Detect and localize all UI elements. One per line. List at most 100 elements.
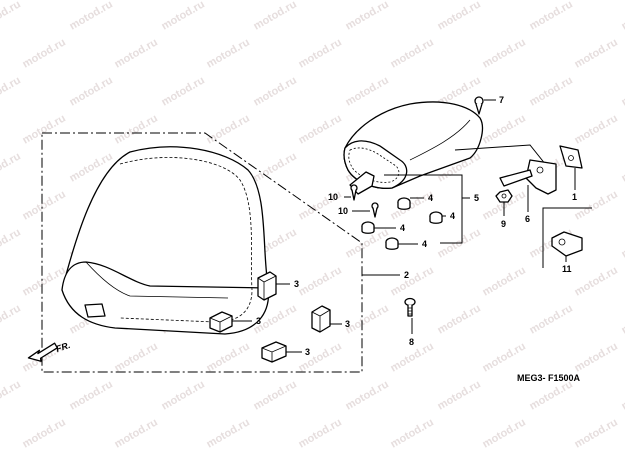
watermark-text: motod.ru [573, 340, 620, 374]
watermark-text: motod.ru [21, 188, 68, 222]
bolt-8[interactable] [405, 299, 415, 317]
seat-rubber-block[interactable] [258, 272, 276, 300]
watermark-text: motod.ru [68, 74, 115, 108]
nut-9[interactable] [496, 190, 512, 202]
seat-cushion[interactable] [430, 212, 442, 223]
watermark-text: motod.ru [113, 416, 160, 450]
watermark-text: motod.ru [573, 36, 620, 70]
callout-4a: 4 [428, 193, 433, 203]
callout-1: 1 [572, 192, 577, 202]
watermark-text: motod.ru [297, 36, 344, 70]
watermark-text: motod.ru [0, 302, 23, 336]
callout-3a: 3 [294, 279, 299, 289]
helmet-hook-11[interactable] [552, 232, 582, 256]
watermark-text: motod.ru [252, 74, 299, 108]
bolt-7[interactable] [475, 97, 483, 114]
watermark-text: motod.ru [436, 302, 483, 336]
callout-6: 6 [525, 214, 530, 224]
watermark-text: motod.ru [21, 112, 68, 146]
watermark-text: motod.ru [481, 416, 528, 450]
watermark-text: motod.ru [0, 378, 23, 412]
watermark-text: motod.ru [68, 378, 115, 412]
main-seat[interactable] [62, 147, 269, 334]
watermark-text: motod.ru [113, 112, 160, 146]
callout-10b: 10 [338, 206, 348, 216]
seat-cushion[interactable] [362, 222, 374, 233]
callout-3b: 3 [256, 316, 261, 326]
watermark-text: motod.ru [620, 378, 625, 412]
watermark-text: motod.ru [620, 226, 625, 260]
watermark-text: motod.ru [528, 74, 575, 108]
callout-8: 8 [409, 337, 414, 347]
watermark-text: motod.ru [297, 416, 344, 450]
watermark-text: motod.ru [344, 378, 391, 412]
watermark-text: motod.ru [481, 264, 528, 298]
watermark-text: motod.ru [160, 0, 207, 33]
callout-3d: 3 [305, 347, 310, 357]
bolt-10[interactable] [372, 203, 378, 217]
watermark-text: motod.ru [0, 226, 23, 260]
watermark-text: motod.ru [573, 264, 620, 298]
watermark-text: motod.ru [389, 36, 436, 70]
watermark-text: motod.ru [113, 36, 160, 70]
diagram-code: MEG3- F1500A [517, 373, 581, 383]
bolt-10[interactable] [351, 185, 357, 200]
watermark-text: motod.ru [21, 416, 68, 450]
watermark-text: motod.ru [205, 36, 252, 70]
watermark-text: motod.ru [113, 340, 160, 374]
watermark-text: motod.ru [620, 74, 625, 108]
watermark-text: motod.ru [160, 74, 207, 108]
callout-5: 5 [474, 193, 479, 203]
watermark-text: motod.ru [528, 0, 575, 33]
watermark-text: motod.ru [481, 36, 528, 70]
callout-4d: 4 [422, 239, 427, 249]
watermark-text: motod.ru [389, 264, 436, 298]
watermark-text: motod.ru [389, 416, 436, 450]
watermark-text: motod.ru [436, 0, 483, 33]
watermark-text: motod.ru [68, 0, 115, 33]
watermark-text: motod.ru [297, 112, 344, 146]
watermark-text: motod.ru [481, 112, 528, 146]
watermark-text: motod.ru [21, 264, 68, 298]
callout-7: 7 [499, 95, 504, 105]
watermark-text: motod.ru [620, 302, 625, 336]
watermark-text: motod.ru [205, 340, 252, 374]
callout-2: 2 [404, 270, 409, 280]
watermark-text: motod.ru [297, 264, 344, 298]
watermark-text: motod.ru [252, 150, 299, 184]
seat-rubber-block[interactable] [312, 306, 330, 332]
callout-3c: 3 [345, 319, 350, 329]
seat-cushion[interactable] [398, 198, 410, 209]
callout-4b: 4 [450, 211, 455, 221]
watermark-text: motod.ru [297, 340, 344, 374]
watermark-text: motod.ru [205, 112, 252, 146]
watermark-text: motod.ru [620, 150, 625, 184]
watermark-text: motod.ru [528, 302, 575, 336]
callout-4c: 4 [400, 223, 405, 233]
watermark-text: motod.ru [344, 74, 391, 108]
watermark-text: motod.ru [528, 378, 575, 412]
watermark-text: motod.ru [436, 378, 483, 412]
watermark-text: motod.ru [481, 340, 528, 374]
watermark-text: motod.ru [0, 150, 23, 184]
watermark-text: motod.ru [620, 0, 625, 33]
watermark-text: motod.ru [252, 378, 299, 412]
watermark-text: motod.ru [0, 74, 23, 108]
watermark-text: motod.ru [573, 416, 620, 450]
watermark-text: motod.ru [573, 112, 620, 146]
watermark-text: motod.ru [21, 36, 68, 70]
callout-11: 11 [562, 264, 572, 274]
watermark-text: motod.ru [0, 0, 23, 33]
watermark-text: motod.ru [573, 188, 620, 222]
watermark-text: motod.ru [344, 0, 391, 33]
callout-9: 9 [501, 219, 506, 229]
seat-rubber-block[interactable] [262, 342, 286, 362]
watermark-text: motod.ru [205, 416, 252, 450]
watermark-text: motod.ru [160, 378, 207, 412]
seat-cushion[interactable] [386, 238, 398, 249]
watermark-text: motod.ru [252, 0, 299, 33]
watermark-text: motod.ru [344, 302, 391, 336]
callout-10a: 10 [328, 192, 338, 202]
